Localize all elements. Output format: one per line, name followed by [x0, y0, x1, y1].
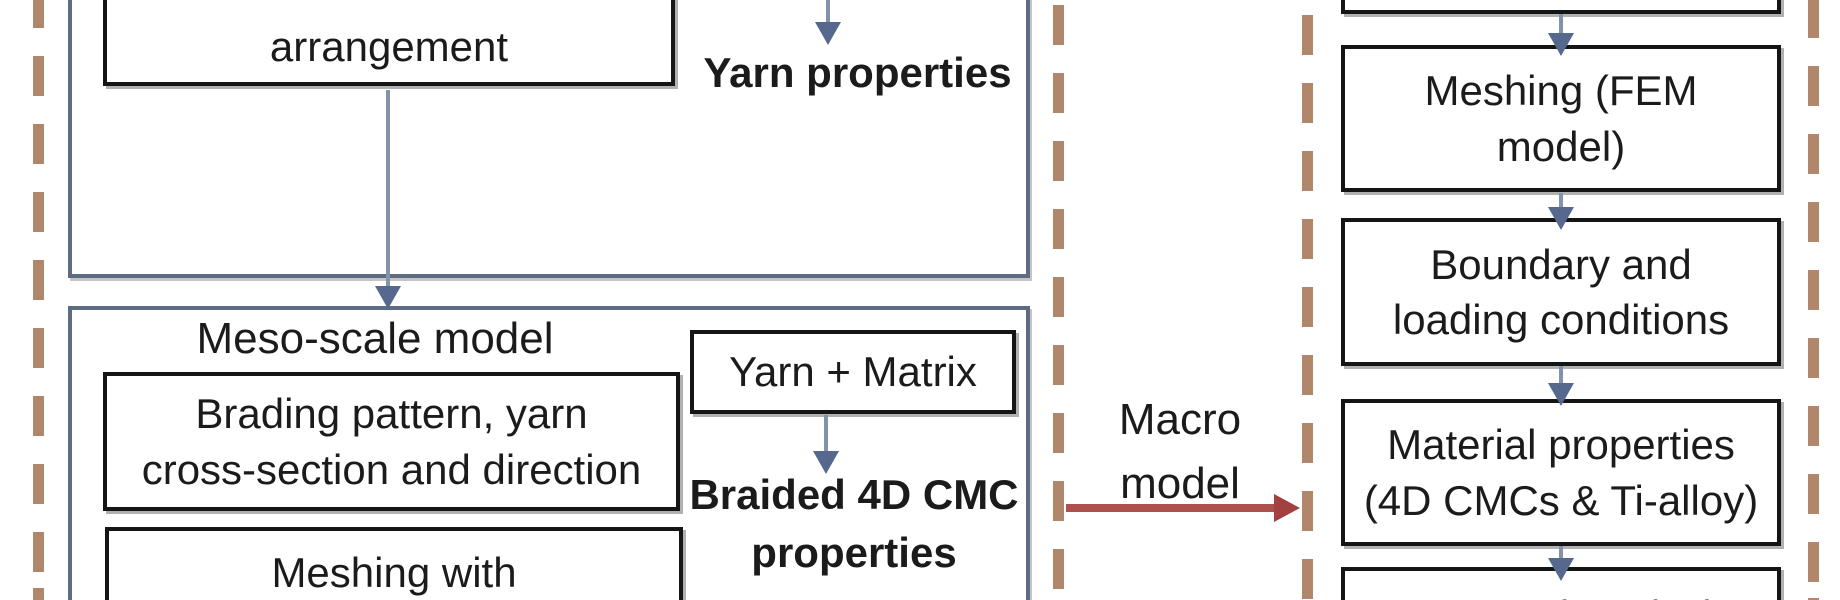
material-properties-box: Material properties (4D CMCs & Ti-alloy)	[1341, 399, 1781, 546]
braided-properties-label: Braided 4D CMC properties	[688, 466, 1020, 582]
meshing-with-label: Meshing with	[271, 549, 517, 596]
yarn-matrix-label: Yarn + Matrix	[729, 348, 977, 396]
yarn-matrix-box: Yarn + Matrix	[690, 330, 1016, 414]
macro-model-line2: model	[1120, 458, 1240, 508]
braiding-pattern-box: Brading pattern, yarn cross-section and …	[103, 372, 680, 511]
macro-model-label: Macro model	[1060, 388, 1300, 516]
dashed-divider-mid-right	[1302, 0, 1313, 600]
macro-model-line1: Macro	[1118, 395, 1242, 444]
material-line2: (4D CMCs & Ti-alloy)	[1363, 476, 1759, 524]
meshing-fem-box: Meshing (FEM model)	[1341, 45, 1781, 192]
braided-properties-line2: properties	[751, 528, 957, 576]
red-arrow-to-macro-column	[1066, 494, 1300, 522]
macro-bottom-partial-label: Structural analysis	[1389, 588, 1732, 600]
arrangement-box-label: arrangement	[269, 22, 509, 70]
dashed-divider-left	[33, 0, 44, 600]
meso-scale-frame	[68, 306, 1030, 600]
boundary-conditions-box: Boundary and loading conditions	[1341, 218, 1781, 366]
braided-properties-line1: Braided 4D CMC	[689, 471, 1019, 518]
arrangement-box: arrangement	[103, 0, 675, 86]
dashed-divider-mid-left	[1053, 0, 1064, 600]
micro-scale-frame	[68, 0, 1030, 278]
braiding-pattern-line2: cross-section and direction	[141, 445, 642, 493]
braiding-pattern-line1: Brading pattern, yarn	[195, 390, 588, 438]
meshing-fem-line1: Meshing (FEM	[1424, 67, 1698, 115]
yarn-properties-label: Yarn properties	[703, 49, 1012, 96]
boundary-line2: loading conditions	[1392, 296, 1730, 343]
dashed-divider-right	[1808, 0, 1819, 600]
meshing-with-box: Meshing with	[105, 527, 683, 600]
meso-scale-title: Meso-scale model	[196, 314, 554, 363]
macro-top-partial-box	[1341, 0, 1781, 14]
meshing-fem-line2: model)	[1496, 122, 1626, 170]
boundary-line1: Boundary and	[1430, 240, 1692, 288]
material-line1: Material properties	[1387, 421, 1735, 469]
